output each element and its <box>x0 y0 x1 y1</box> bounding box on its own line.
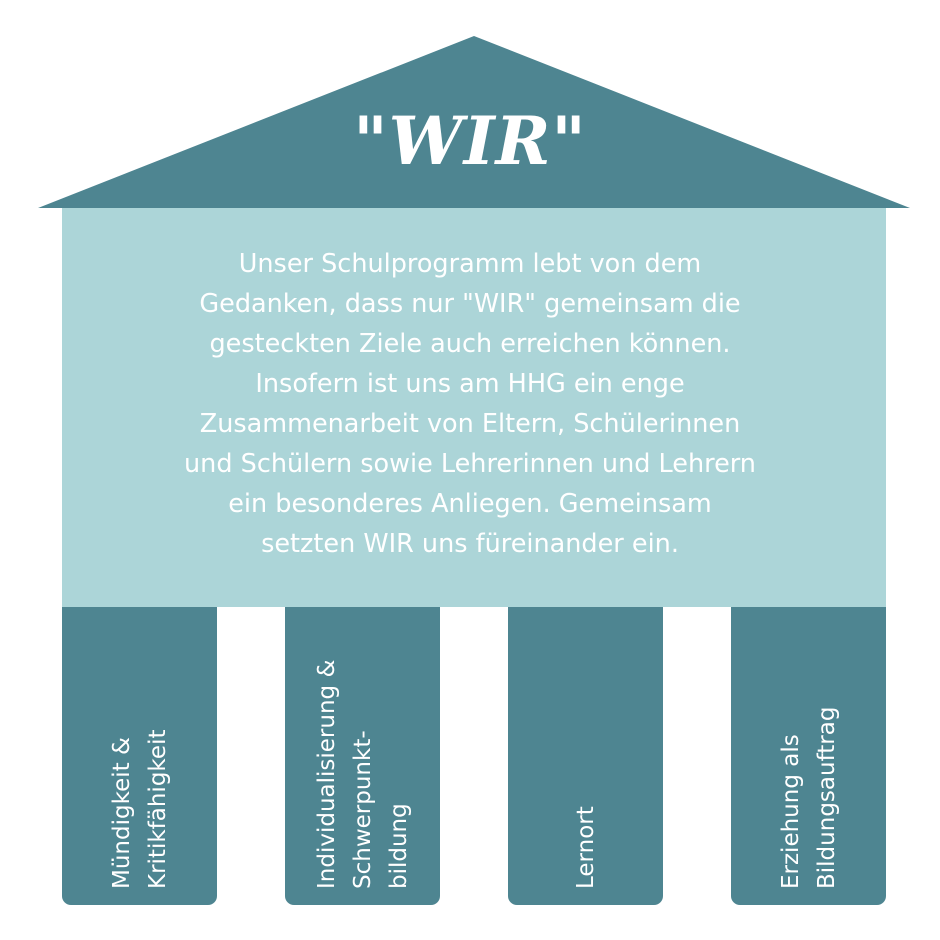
pillar-lernort: Lernort <box>508 607 663 905</box>
body-line: Unser Schulprogramm lebt von dem <box>238 249 702 279</box>
roof-triangle <box>38 36 910 208</box>
house-body <box>62 208 886 607</box>
body-line: und Schülern sowie Lehrerinnen und Lehre… <box>184 449 756 479</box>
house-roof <box>38 36 910 208</box>
pillar-label: Mündigkeit & Kritikfähigkeit <box>104 619 176 889</box>
pillar-label-line: Lernort <box>572 806 599 889</box>
pillar-label-line: Bildungsauftrag <box>813 706 840 889</box>
roof-title: "WIR" <box>353 102 587 180</box>
body-line: gesteckten Ziele auch erreichen können. <box>209 329 731 359</box>
pillar-label-line: Kritikfähigkeit <box>144 729 171 889</box>
pillar-erziehung: Erziehung als Bildungsauftrag <box>731 607 886 905</box>
pillar-label: Erziehung als Bildungsauftrag <box>773 619 845 889</box>
body-line: Zusammenarbeit von Eltern, Schülerinnen <box>199 409 741 439</box>
body-text: Unser Schulprogramm lebt von dem Gedanke… <box>0 244 940 564</box>
body-line: Insofern ist uns am HHG ein enge <box>255 369 685 399</box>
pillar-label-line: bildung <box>385 803 412 889</box>
pillar-label-line: Erziehung als <box>777 734 804 889</box>
body-line: ein besonderes Anliegen. Gemeinsam <box>228 489 712 519</box>
pillar-label: Lernort <box>568 619 604 889</box>
pillar-label: Individualisierung & Schwerpunkt- bildun… <box>309 619 417 889</box>
pillar-label-line: Schwerpunkt- <box>349 730 376 889</box>
pillar-label-line: Mündigkeit & <box>108 737 135 889</box>
pillar-label-line: Individualisierung & <box>313 659 340 889</box>
pillar-muendigkeit: Mündigkeit & Kritikfähigkeit <box>62 607 217 905</box>
body-line: setzten WIR uns füreinander ein. <box>261 529 679 559</box>
pillar-individualisierung: Individualisierung & Schwerpunkt- bildun… <box>285 607 440 905</box>
body-line: Gedanken, dass nur "WIR" gemeinsam die <box>199 289 741 319</box>
